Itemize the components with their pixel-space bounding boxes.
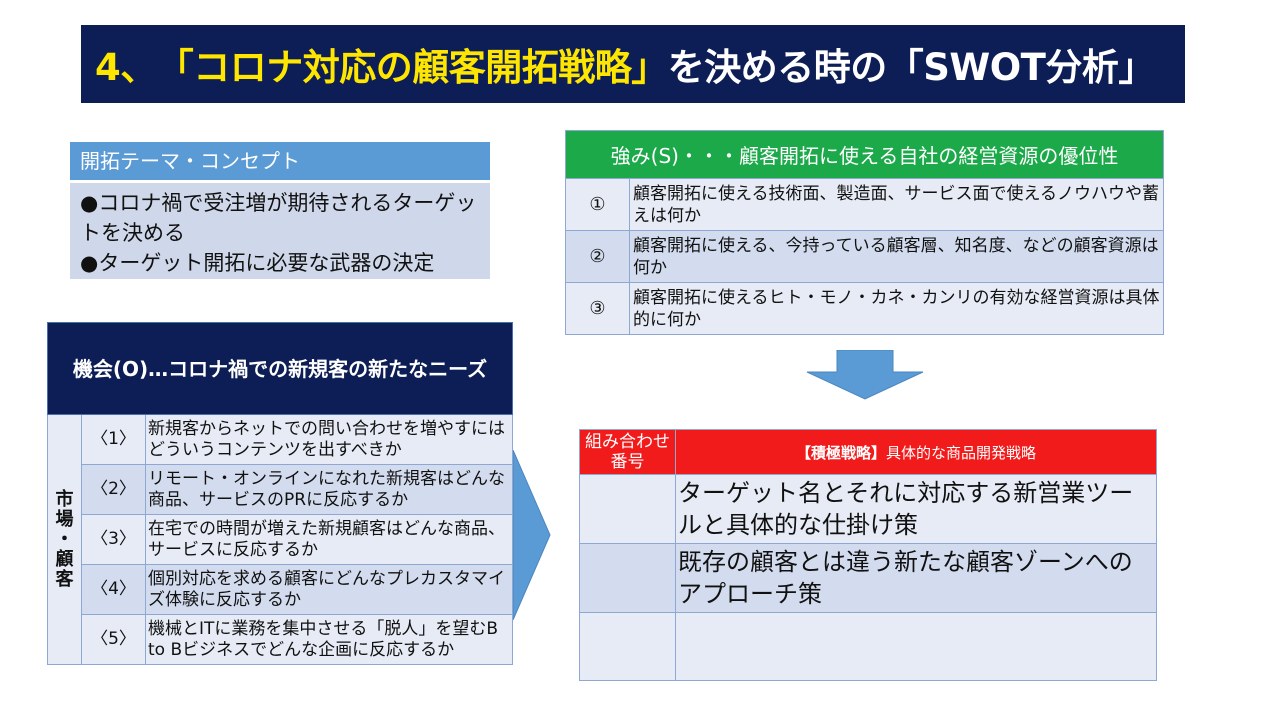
row-text: 顧客開拓に使える、今持っている顧客層、知名度、などの顧客資源は何か xyxy=(629,230,1164,283)
strength-table: 強み(S)・・・顧客開拓に使える自社の経営資源の優位性 ① 顧客開拓に使える技術… xyxy=(565,130,1164,335)
row-number: 〈2〉 xyxy=(81,464,146,515)
row-text xyxy=(675,612,1157,681)
row-number xyxy=(579,543,676,613)
row-number: ② xyxy=(565,230,630,283)
table-row: ターゲット名とそれに対応する新営業ツールと具体的な仕掛け策 xyxy=(579,474,1157,544)
row-number: 〈1〉 xyxy=(81,414,146,465)
table-row xyxy=(579,612,1157,681)
row-text: 個別対応を求める顧客にどんなプレカスタマイズ体験に反応するか xyxy=(145,564,513,615)
table-row: 既存の顧客とは違う新たな顧客ゾーンへのアプローチ策 xyxy=(579,543,1157,613)
row-number: 〈4〉 xyxy=(81,564,146,615)
row-number xyxy=(579,474,676,544)
row-text: 新規客からネットでの問い合わせを増やすにはどういうコンテンツを出すべきか xyxy=(145,414,513,465)
table-row: 市場・顧客 〈1〉 新規客からネットでの問い合わせを増やすにはどういうコンテンツ… xyxy=(47,414,513,665)
table-row: ③ 顧客開拓に使えるヒト・モノ・カネ・カンリの有効な経営資源は具体的に何か xyxy=(565,282,1164,335)
strategy-heading-bold: 【積極戦略】 xyxy=(795,443,886,462)
row-number xyxy=(579,612,676,681)
row-text: 在宅での時間が増えた新規顧客はどんな商品、サービスに反応するか xyxy=(145,514,513,565)
row-number: ③ xyxy=(565,282,630,335)
strategy-table: 組み合わせ番号 【積極戦略】具体的な商品開発戦略 ターゲット名とそれに対応する新… xyxy=(579,429,1157,681)
title-highlight: 「コロナ対応の顧客開拓戦略」 xyxy=(156,46,669,89)
opportunity-side-label: 市場・顧客 xyxy=(47,414,82,665)
concept-heading: 開拓テーマ・コンセプト xyxy=(70,142,490,180)
table-row: 〈4〉 個別対応を求める顧客にどんなプレカスタマイズ体験に反応するか xyxy=(48,564,513,615)
row-text: 顧客開拓に使える技術面、製造面、サービス面で使えるノウハウや蓄えは何か xyxy=(629,178,1164,231)
concept-line: ●ターゲット開拓に必要な武器の決定 xyxy=(80,251,435,275)
title-prefix: 4、 xyxy=(95,46,157,89)
row-text: 機械とITに業務を集中させる「脱人」を望むB to Bビジネスでどんな企画に反応… xyxy=(145,614,513,665)
table-row: ① 顧客開拓に使える技術面、製造面、サービス面で使えるノウハウや蓄えは何か xyxy=(565,178,1164,231)
concept-body: ●コロナ禍で受注増が期待されるターゲットを決める ●ターゲット開拓に必要な武器の… xyxy=(70,183,490,279)
row-number: 〈5〉 xyxy=(81,614,146,665)
concept-line: ●コロナ禍で受注増が期待されるターゲットを決める xyxy=(80,191,477,245)
page-title: 4、「コロナ対応の顧客開拓戦略」を決める時の「SWOT分析」 xyxy=(81,25,1185,103)
row-text: リモート・オンラインになれた新規客はどんな商品、サービスのPRに反応するか xyxy=(145,464,513,515)
opportunity-table: 機会(O)…コロナ禍での新規客の新たなニーズ 市場・顧客 〈1〉 新規客からネッ… xyxy=(47,322,513,665)
row-text: ターゲット名とそれに対応する新営業ツールと具体的な仕掛け策 xyxy=(675,474,1157,544)
arrow-right-icon xyxy=(513,450,551,620)
row-number: ① xyxy=(565,178,630,231)
opportunity-heading: 機会(O)…コロナ禍での新規客の新たなニーズ xyxy=(47,322,513,415)
row-number: 〈3〉 xyxy=(81,514,146,565)
strength-heading: 強み(S)・・・顧客開拓に使える自社の経営資源の優位性 xyxy=(565,130,1164,179)
table-row: 〈5〉 機械とITに業務を集中させる「脱人」を望むB to Bビジネスでどんな企… xyxy=(48,614,513,665)
row-text: 既存の顧客とは違う新たな顧客ゾーンへのアプローチ策 xyxy=(675,543,1157,613)
table-row: 〈3〉 在宅での時間が増えた新規顧客はどんな商品、サービスに反応するか xyxy=(48,514,513,565)
arrow-down-icon xyxy=(806,350,924,400)
table-row: 〈2〉 リモート・オンラインになれた新規客はどんな商品、サービスのPRに反応する… xyxy=(48,464,513,515)
row-text: 顧客開拓に使えるヒト・モノ・カネ・カンリの有効な経営資源は具体的に何か xyxy=(629,282,1164,335)
strategy-heading: 【積極戦略】具体的な商品開発戦略 xyxy=(675,429,1157,475)
strategy-heading-rest: 具体的な商品開発戦略 xyxy=(886,443,1037,462)
title-suffix: を決める時の「SWOT分析」 xyxy=(667,46,1156,89)
table-row: ② 顧客開拓に使える、今持っている顧客層、知名度、などの顧客資源は何か xyxy=(565,230,1164,283)
strategy-number-header: 組み合わせ番号 xyxy=(579,429,676,475)
